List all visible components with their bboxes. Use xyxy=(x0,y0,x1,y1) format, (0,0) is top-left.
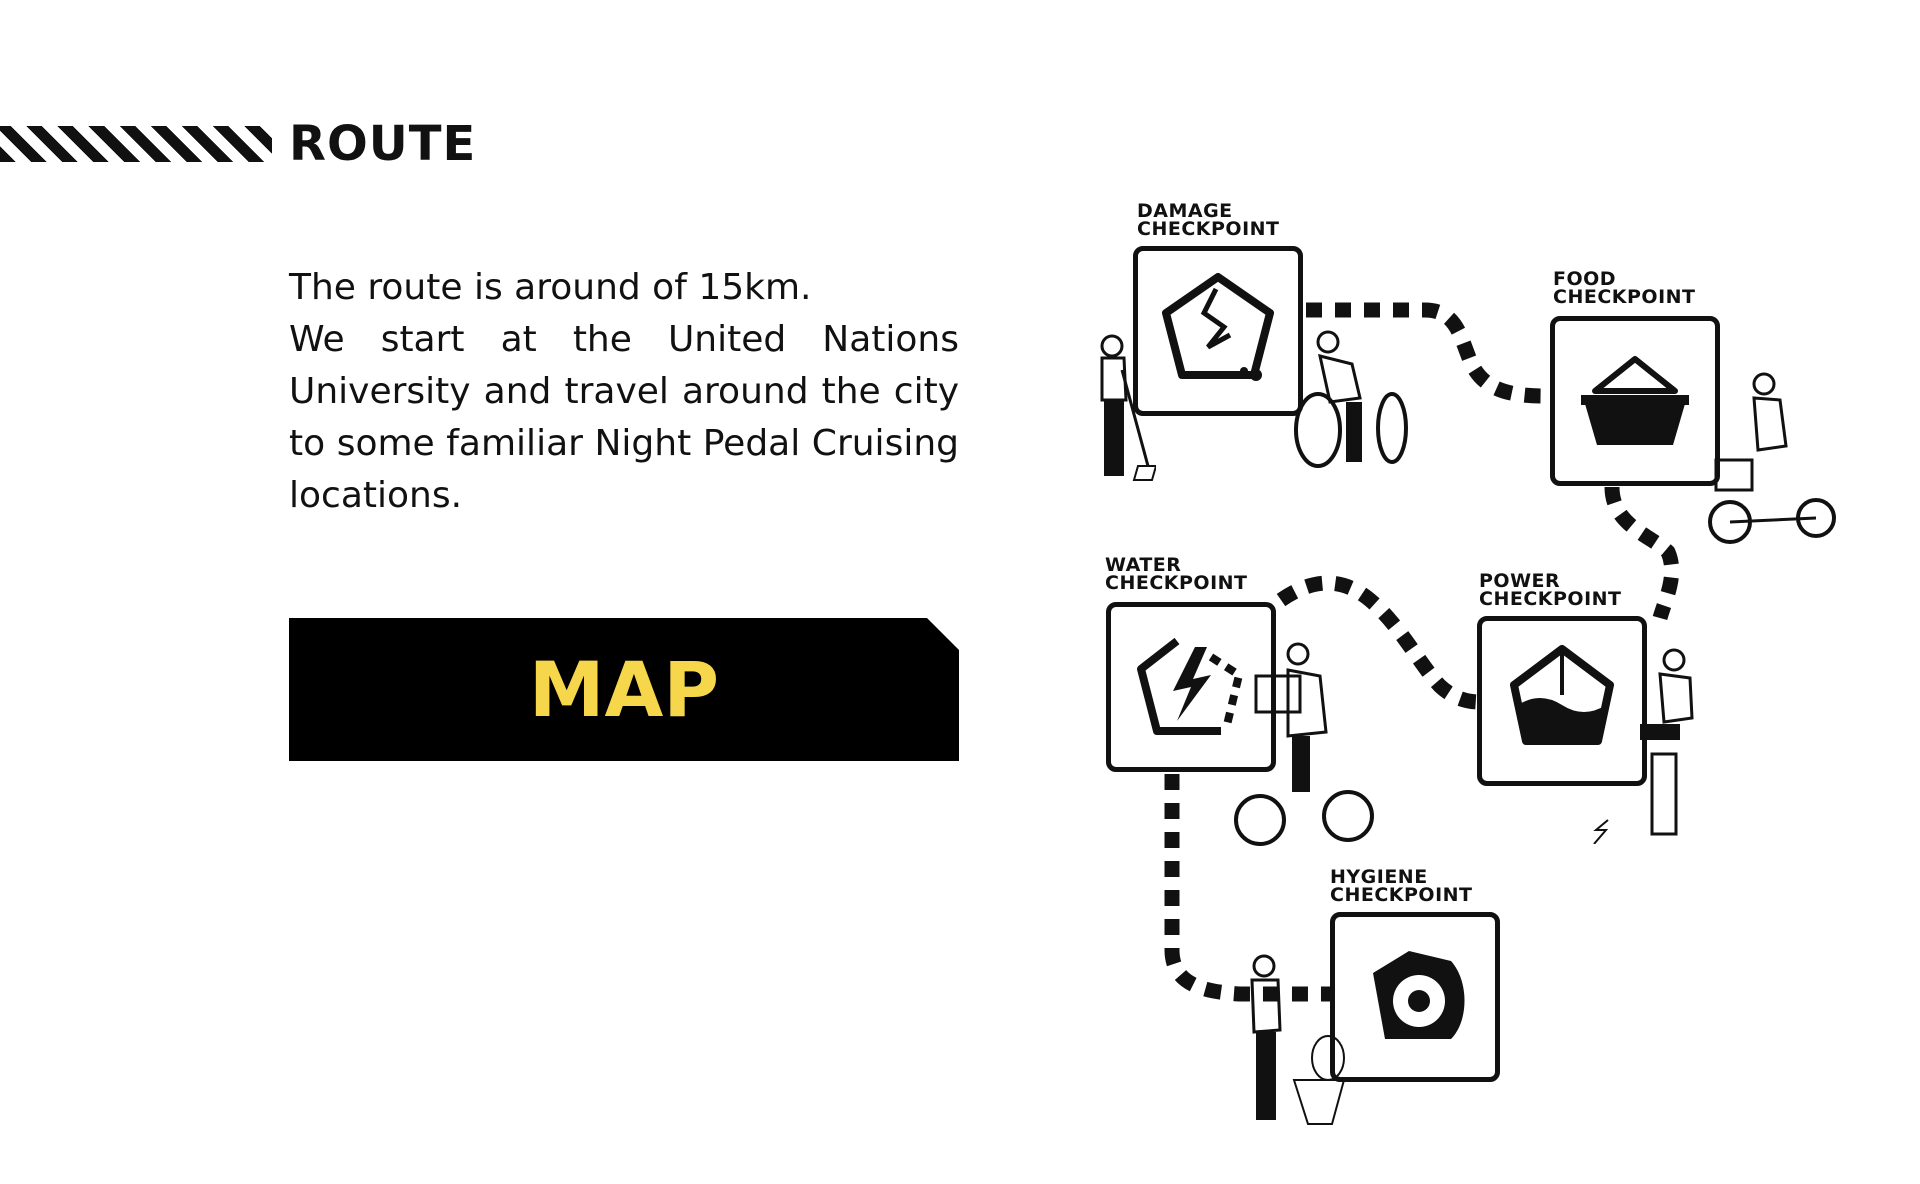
lightning-pentagon-icon xyxy=(1137,637,1244,735)
checkpoint-damage xyxy=(1133,246,1303,416)
route-description: The route is around of 15km. We start at… xyxy=(289,262,959,522)
person-on-power-bike-illustration xyxy=(1593,648,1694,844)
checkpoint-hygiene xyxy=(1330,912,1500,1082)
cracked-pentagon-icon xyxy=(1162,273,1274,381)
food-bowl-icon xyxy=(1581,356,1689,445)
checkpoint-food xyxy=(1550,316,1720,486)
checkpoint-power xyxy=(1477,616,1647,786)
water-drop-pentagon-icon xyxy=(1510,645,1614,745)
person-fixing-bike-illustration xyxy=(1294,330,1408,468)
route-length-text: The route is around of 15km. xyxy=(289,267,812,308)
person-by-toilet-illustration xyxy=(1250,954,1346,1125)
person-biking-with-basket-illustration xyxy=(1708,372,1836,544)
toilet-paper-icon xyxy=(1373,951,1465,1039)
page-title: ROUTE xyxy=(289,116,477,172)
person-sweeping-illustration xyxy=(1100,334,1156,481)
map-button[interactable]: MAP xyxy=(289,618,959,761)
person-cycling-with-water-basket-illustration xyxy=(1234,642,1374,846)
checkpoint-water xyxy=(1106,602,1276,772)
route-details-text: We start at the United Nations Universit… xyxy=(289,319,959,516)
header-stripes-decoration xyxy=(0,126,272,162)
